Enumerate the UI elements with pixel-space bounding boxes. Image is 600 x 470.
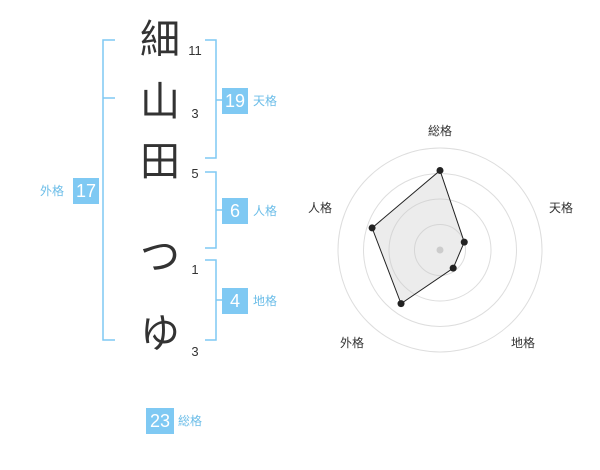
radar-center-dot	[436, 246, 444, 254]
soukaku-value-badge: 23	[146, 408, 174, 434]
tenkaku-bracket	[205, 39, 217, 159]
stroke-count-1: 11	[188, 43, 202, 58]
radar-point-3	[397, 300, 405, 308]
gaikaku-value-badge: 17	[73, 178, 99, 204]
radar-point-2	[449, 264, 457, 272]
name-char-4: つ	[140, 234, 180, 280]
chikaku-value-badge: 4	[222, 288, 248, 314]
name-char-5: ゆ	[140, 311, 180, 357]
radar-point-0	[436, 166, 444, 174]
tenkaku-label: 天格	[253, 94, 278, 108]
stroke-count-2: 3	[191, 106, 199, 121]
name-char-3: 田	[140, 139, 180, 185]
radar-label-soukaku: 総格	[428, 124, 453, 138]
radar-label-tenkaku: 天格	[549, 201, 574, 215]
radar-label-jinkaku: 人格	[308, 201, 333, 215]
jinkaku-value-badge: 6	[222, 198, 248, 224]
radar-point-1	[460, 238, 468, 246]
radar-grid-ring	[388, 198, 492, 302]
radar-label-gaikaku: 外格	[340, 336, 365, 350]
stroke-count-4: 1	[191, 262, 199, 277]
stroke-count-5: 3	[191, 344, 199, 359]
radar-grid-ring	[414, 224, 466, 276]
gaikaku-label: 外格	[40, 184, 65, 198]
name-char-1: 細	[140, 17, 180, 63]
stroke-count-3: 5	[191, 166, 199, 181]
gaikaku-bracket	[102, 39, 115, 341]
soukaku-label: 総格	[178, 414, 203, 428]
radar-point-4	[368, 224, 376, 232]
tenkaku-value-badge: 19	[222, 88, 248, 114]
jinkaku-label: 人格	[253, 204, 278, 218]
radar-grid-ring	[337, 147, 543, 353]
name-char-2: 山	[140, 79, 180, 125]
radar-series-area	[371, 169, 465, 305]
radar-label-chikaku: 地格	[511, 336, 536, 350]
chikaku-label: 地格	[253, 294, 278, 308]
